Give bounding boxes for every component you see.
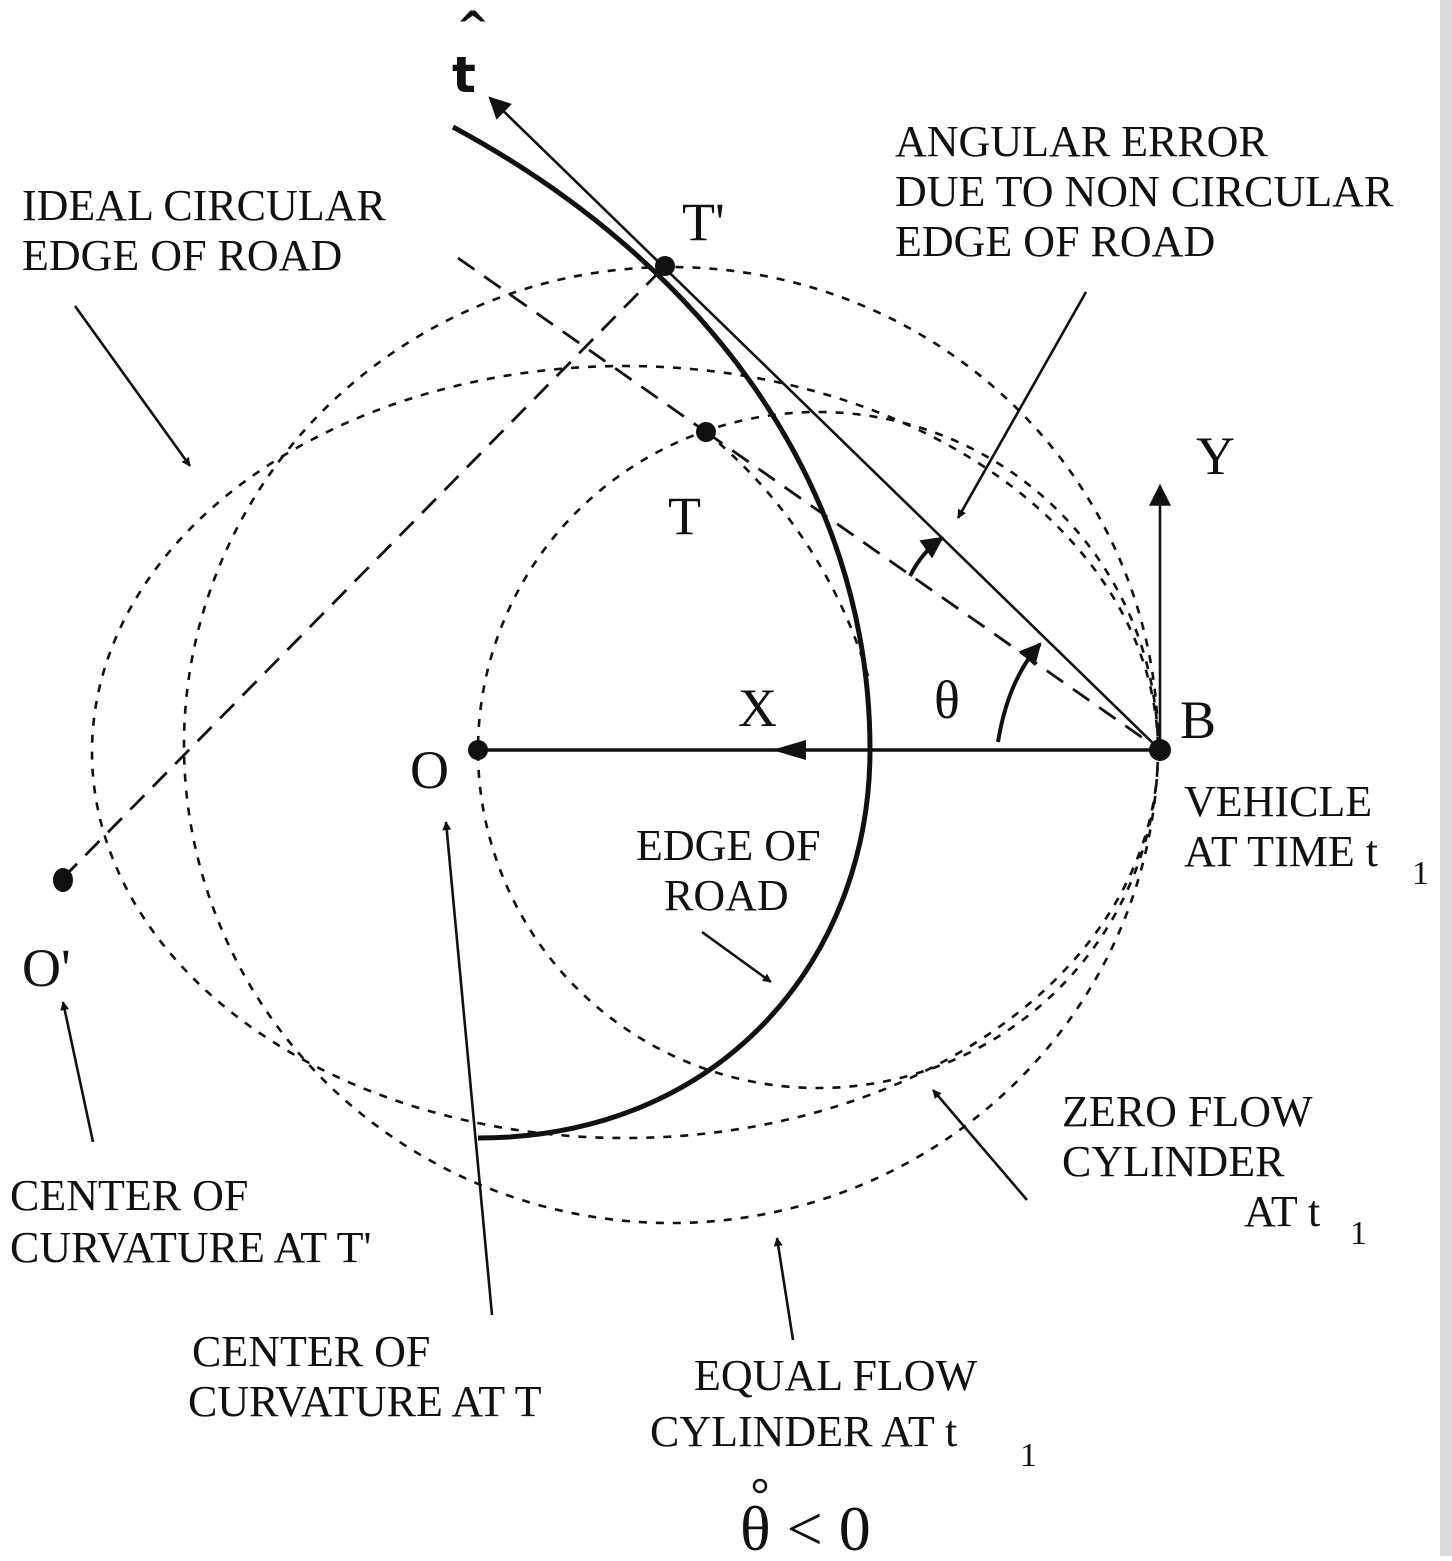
- pointer-ideal-edge: [73, 305, 192, 467]
- t-hat-caret: ^: [456, 4, 490, 50]
- point-b-dot: [1149, 739, 1171, 761]
- label-vehicle: VEHICLE AT TIME t: [1184, 777, 1383, 876]
- label-ideal-edge: IDEAL CIRCULAR EDGE OF ROAD: [22, 181, 397, 280]
- angular-error-arc: [908, 536, 944, 577]
- point-t-dot: [696, 422, 716, 442]
- label-t-prime: T': [682, 192, 725, 252]
- point-t-prime-dot: [655, 256, 675, 276]
- label-center-t: CENTER OF CURVATURE AT T: [188, 1327, 542, 1426]
- formula-theta-dot: θ < 0: [740, 1493, 871, 1556]
- label-center-t-prime: CENTER OF CURVATURE AT T': [10, 1171, 371, 1272]
- label-angular-error: ANGULAR ERROR DUE TO NON CIRCULAR EDGE O…: [895, 117, 1404, 266]
- label-equal-flow: EQUAL FLOW CYLINDER AT t: [650, 1351, 987, 1456]
- pointer-edge-of-road: [701, 930, 772, 984]
- tangent-vector-t-hat: [488, 96, 1161, 751]
- label-theta: θ: [934, 670, 960, 730]
- x-axis-arrowhead: [772, 740, 806, 760]
- label-t: T: [668, 486, 701, 546]
- pointer-center-t: [442, 821, 494, 1316]
- pointer-zero-flow: [932, 1089, 1028, 1201]
- label-b: B: [1180, 690, 1216, 750]
- pointer-angular-error: [956, 291, 1088, 519]
- radius-line-o-prime-t-prime: [62, 265, 666, 879]
- label-x: X: [738, 678, 777, 738]
- ideal-circular-edge-circle: [182, 265, 1160, 1225]
- label-zero-flow: ZERO FLOW CYLINDER AT t: [1062, 1087, 1323, 1236]
- normal-line-at-t: [457, 256, 707, 434]
- equal-flow-cylinder-circle: [90, 364, 1160, 1140]
- edge-of-road-curve: [451, 124, 873, 1141]
- pointer-center-t-prime: [60, 1001, 95, 1143]
- theta-angle-arc: [996, 642, 1042, 743]
- point-o-prime-dot: [53, 868, 73, 892]
- label-o: O: [410, 740, 449, 800]
- label-edge-of-road: EDGE OF ROAD: [636, 821, 832, 920]
- label-equal-flow-subscript: 1: [1020, 1437, 1037, 1474]
- scan-edge-shadow: [1440, 0, 1452, 1556]
- label-y: Y: [1196, 426, 1235, 486]
- label-zero-flow-subscript: 1: [1350, 1215, 1367, 1252]
- point-o-dot: [468, 740, 488, 760]
- label-o-prime: O': [22, 938, 71, 998]
- label-vehicle-subscript: 1: [1412, 855, 1429, 892]
- inner-dashed-arc: [705, 430, 870, 677]
- pointer-equal-flow: [773, 1237, 795, 1341]
- theta-dot-ring: [752, 1478, 768, 1494]
- line-t-to-b: [705, 430, 1161, 752]
- label-t-hat: t: [452, 46, 476, 104]
